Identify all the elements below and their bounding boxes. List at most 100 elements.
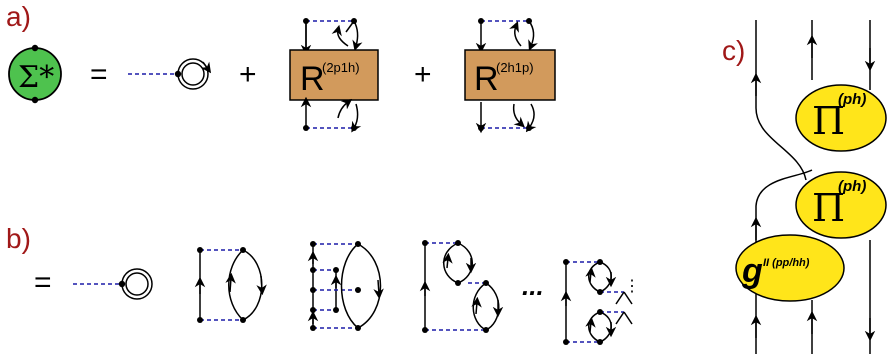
panel-a: a) Σ* = + R (6, 1, 556, 134)
vertex (333, 307, 339, 313)
propagator-line (337, 98, 353, 119)
pi-superscript: (ph) (838, 91, 866, 108)
vertex (351, 125, 357, 131)
ring-top-right (599, 261, 612, 293)
ring-bottom-right (599, 311, 612, 343)
plus-sign-2: + (414, 58, 432, 91)
ring-2-left (472, 282, 487, 331)
vertex (597, 309, 603, 315)
r-2h1p-term: R (2h1p) (464, 18, 556, 134)
pi-label: Π (812, 99, 845, 143)
pi-bubble (795, 171, 887, 239)
vertical-ellipsis: ⋮ (624, 278, 640, 295)
propagator-arrow (585, 266, 596, 283)
g-label: g (741, 252, 763, 290)
propagator-line (528, 20, 538, 51)
open-line (615, 311, 625, 325)
ring-diagram (419, 240, 504, 333)
vertex (422, 240, 428, 246)
ladder-diagram (307, 241, 384, 331)
ring-2-right (485, 282, 500, 331)
vertex (310, 307, 316, 313)
vertex (455, 240, 461, 246)
sigma-top-vertex (31, 44, 39, 52)
loop-right (242, 249, 263, 321)
g-vertex: g II (pp/hh) (735, 234, 845, 302)
ring-1-right (457, 242, 473, 284)
propagator-line-left-mid (755, 169, 813, 262)
propagator-line-left-top (755, 20, 807, 181)
loop-right (357, 243, 382, 329)
sigma-label: Σ* (18, 60, 54, 95)
g-superscript: II (pp/hh) (763, 257, 810, 269)
g-bubble (735, 234, 845, 302)
vertex (240, 317, 246, 323)
loop-vertex (174, 70, 182, 78)
r-2p1h-box (289, 49, 379, 101)
second-order-diagram (194, 247, 267, 323)
pi-superscript: (ph) (838, 178, 866, 195)
vertex (597, 339, 603, 345)
vertex (310, 287, 316, 293)
propagator-line (352, 20, 363, 52)
vertex (526, 125, 532, 131)
vertex (422, 327, 428, 333)
panel-b-label: b) (6, 223, 31, 254)
pi-vertex-top: Π (ph) (795, 84, 887, 152)
double-loop-inner (181, 62, 205, 86)
vertex (310, 325, 316, 331)
open-line (623, 311, 633, 325)
r-2h1p-box (464, 49, 556, 101)
vertex (563, 339, 569, 345)
propagator-arrow (442, 252, 453, 269)
hartree-fock-term-b (73, 268, 153, 300)
r-2h1p-sup: (2h1p) (496, 60, 534, 75)
vertex (483, 280, 489, 286)
propagator-arrow (373, 279, 384, 300)
propagator-arrow (225, 272, 236, 293)
equals-sign-a: = (90, 58, 108, 91)
vertex (303, 125, 309, 131)
propagator-line (331, 24, 349, 47)
ring-chain-diagram: ⋮ (560, 259, 640, 345)
loop-left (228, 249, 244, 321)
panel-a-label: a) (6, 1, 31, 32)
vertex (333, 267, 339, 273)
panel-b: b) = (6, 223, 640, 345)
vertex (310, 267, 316, 273)
loop-vertex (118, 280, 126, 288)
vertex (455, 280, 461, 286)
pi-vertex-bottom: Π (ph) (795, 171, 887, 239)
vertex (240, 247, 246, 253)
vertex (355, 325, 361, 331)
vertex (197, 247, 203, 253)
hartree-fock-term-a (128, 58, 212, 90)
vertex (355, 241, 361, 247)
propagator-arrow (471, 296, 482, 315)
r-2p1h-term: R (2p1h) (289, 18, 379, 133)
open-line (623, 291, 633, 305)
vertex (483, 327, 489, 333)
panel-c-label: c) (722, 35, 745, 66)
equals-sign-b: = (34, 266, 52, 299)
propagator-line (512, 103, 525, 128)
ellipsis: ... (522, 271, 544, 301)
open-line (615, 291, 625, 305)
propagator-line (509, 21, 522, 47)
propagator-line (525, 103, 537, 133)
vertex (597, 259, 603, 265)
vertex (310, 241, 316, 247)
loop-arrow (200, 61, 212, 74)
propagator-line (345, 20, 355, 33)
propagator-arrow (256, 275, 267, 296)
double-loop-inner (125, 272, 149, 296)
plus-sign-1: + (239, 58, 257, 91)
ring-1-left (443, 242, 459, 284)
vertex (197, 317, 203, 323)
sigma-bottom-vertex (31, 96, 39, 104)
r-2h1p-main: R (474, 60, 499, 98)
pi-bubble (795, 84, 887, 152)
propagator-arrow (585, 316, 596, 333)
self-energy-sigma: Σ* (8, 44, 62, 104)
